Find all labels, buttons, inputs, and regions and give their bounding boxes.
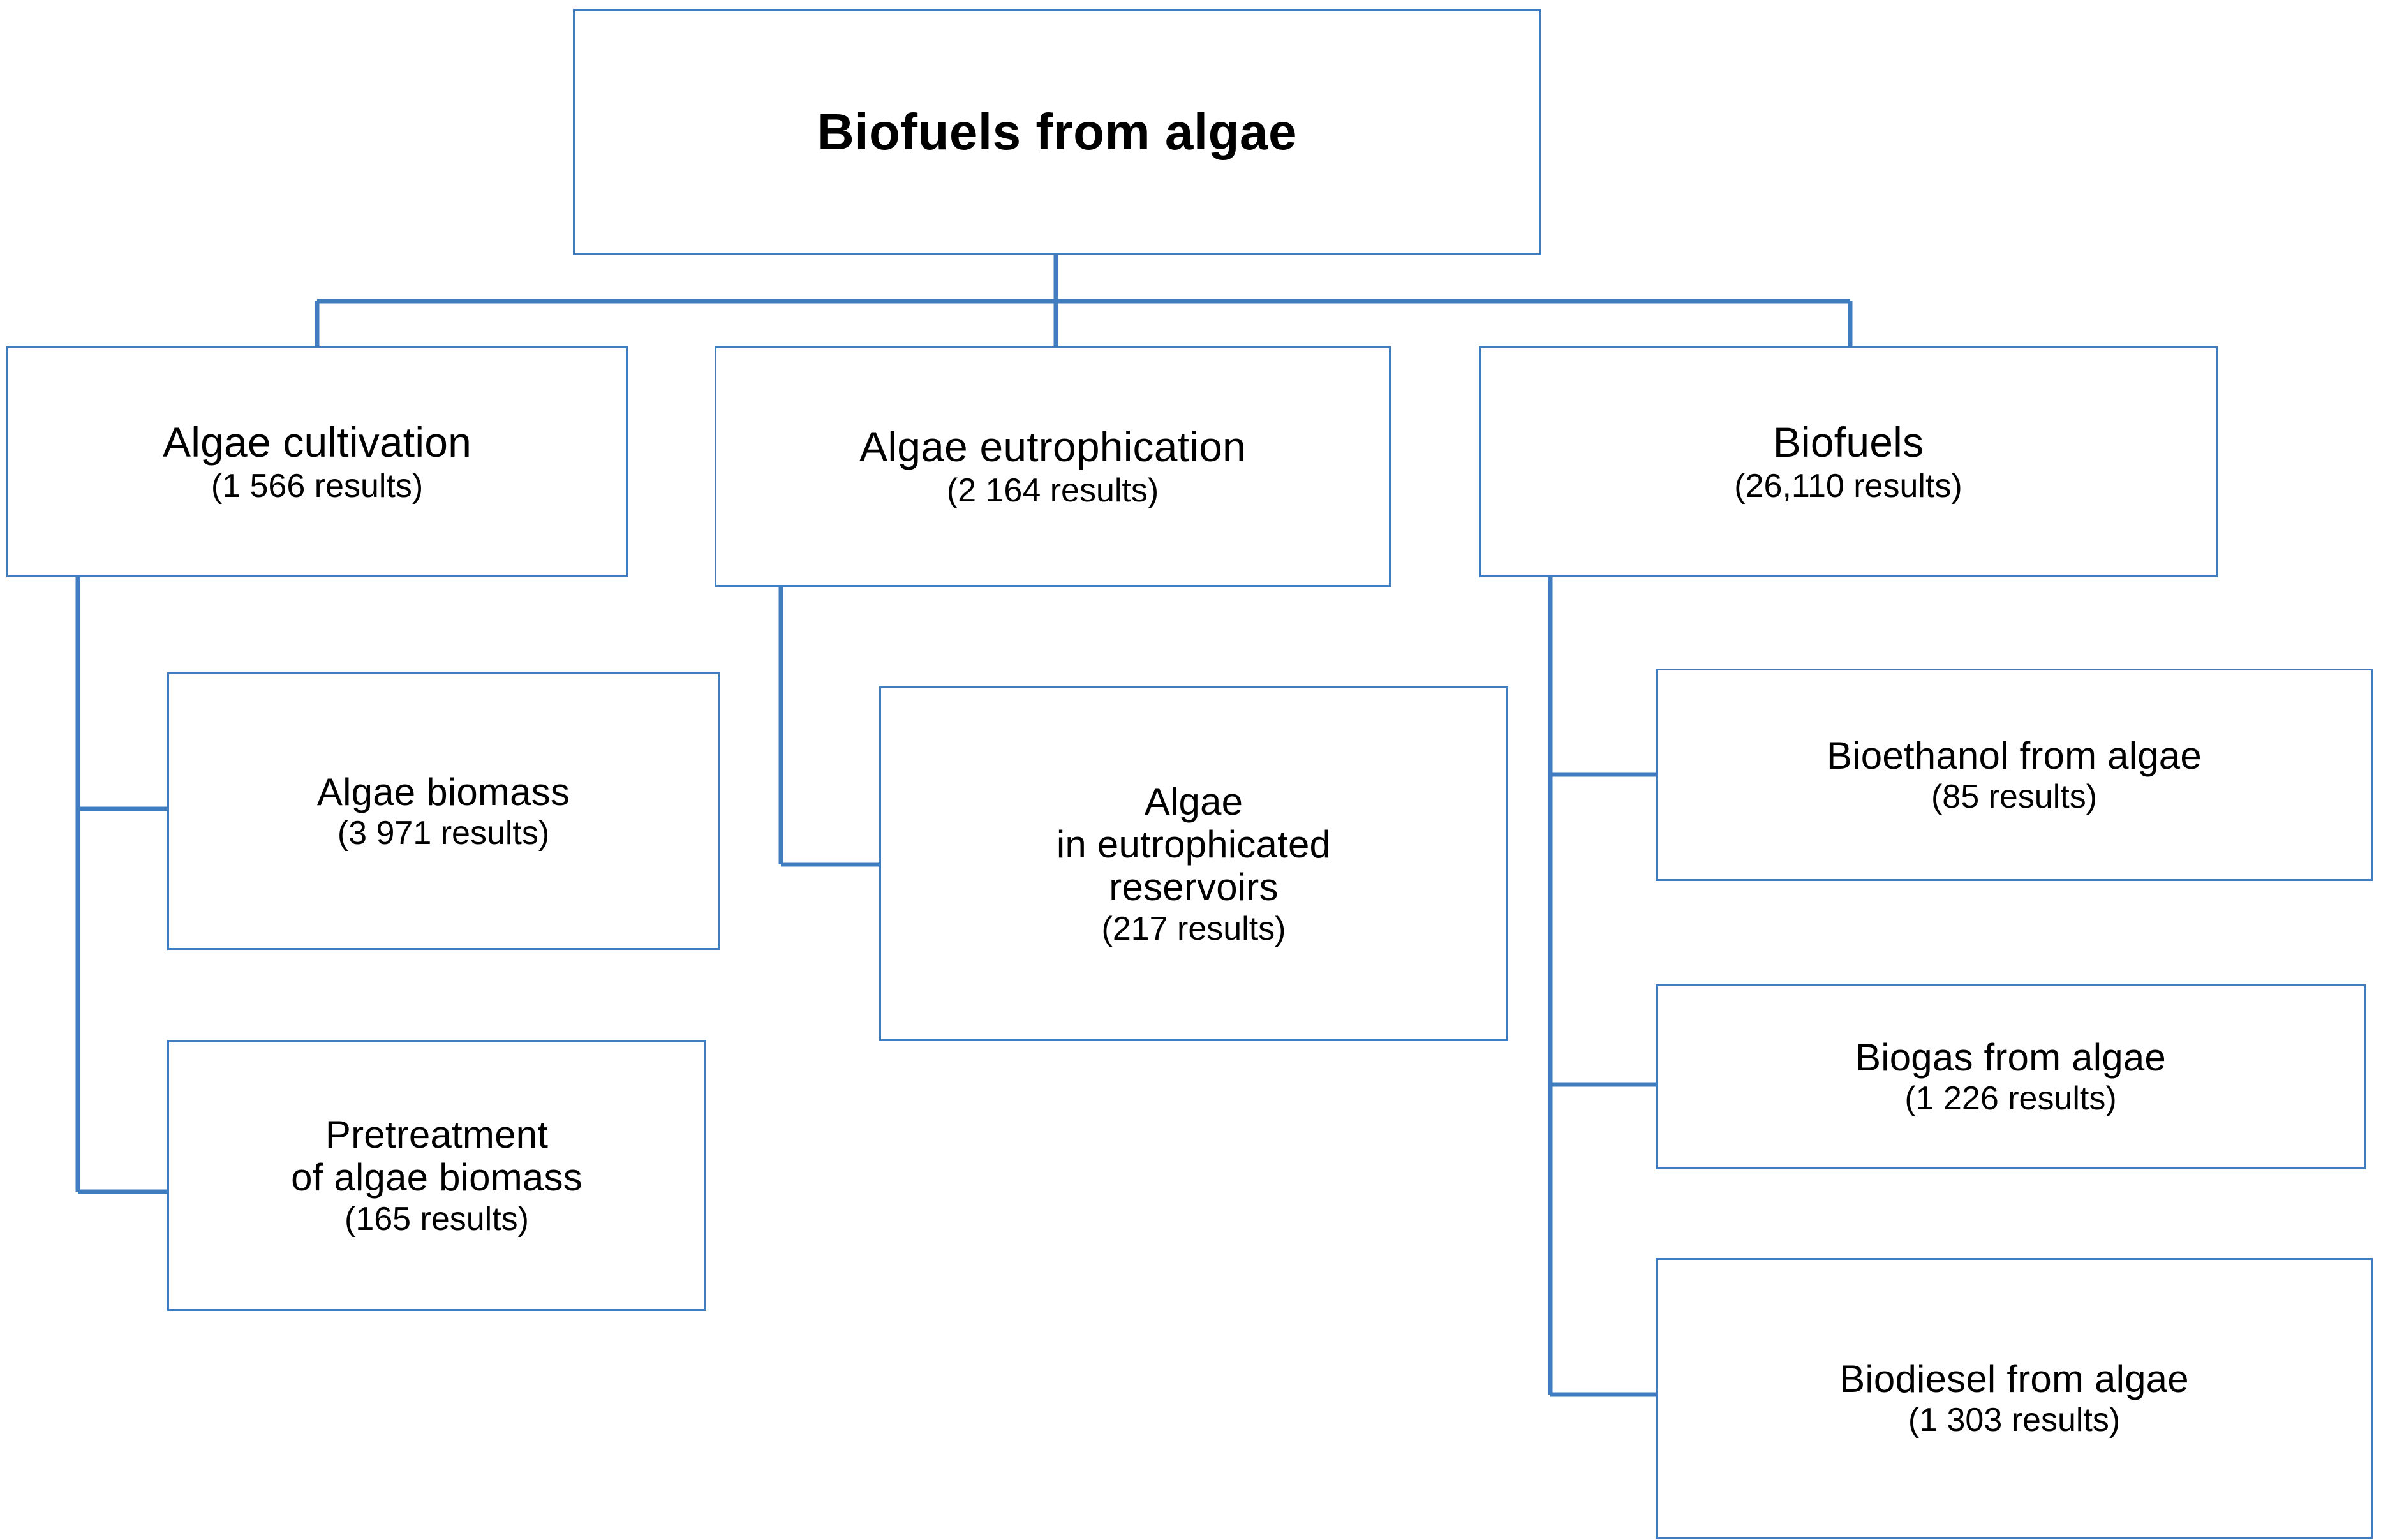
node-count: (26,110 results) bbox=[1734, 467, 1962, 505]
node-count: (1 226 results) bbox=[1904, 1080, 2117, 1118]
node-title: Pretreatment of algae biomass bbox=[291, 1113, 582, 1199]
node-count: (85 results) bbox=[1931, 778, 2098, 815]
node-algae-cultivation[interactable]: Algae cultivation (1 566 results) bbox=[6, 346, 628, 577]
node-algae-eutrophication[interactable]: Algae eutrophication (2 164 results) bbox=[715, 346, 1391, 587]
node-algae-biomass[interactable]: Algae biomass (3 971 results) bbox=[167, 672, 720, 950]
node-biodiesel-from-algae[interactable]: Biodiesel from algae (1 303 results) bbox=[1656, 1258, 2373, 1539]
node-title: Biogas from algae bbox=[1855, 1036, 2166, 1079]
node-count: (1 566 results) bbox=[211, 467, 424, 505]
node-count: (3 971 results) bbox=[337, 814, 550, 852]
node-biofuels[interactable]: Biofuels (26,110 results) bbox=[1479, 346, 2218, 577]
node-count: (2 164 results) bbox=[946, 472, 1159, 510]
node-count: (217 results) bbox=[1101, 910, 1286, 947]
node-count: (165 results) bbox=[345, 1200, 529, 1238]
node-biofuels-from-algae[interactable]: Biofuels from algae bbox=[573, 9, 1541, 255]
node-title: Bioethanol from algae bbox=[1827, 734, 2202, 777]
node-title: Biofuels from algae bbox=[817, 103, 1297, 161]
node-algae-in-eutrophicated-reservoirs[interactable]: Algae in eutrophicated reservoirs (217 r… bbox=[879, 686, 1508, 1041]
node-bioethanol-from-algae[interactable]: Bioethanol from algae (85 results) bbox=[1656, 669, 2373, 881]
node-title: Biodiesel from algae bbox=[1839, 1358, 2189, 1401]
node-title: Algae in eutrophicated reservoirs bbox=[1056, 780, 1331, 909]
node-title: Algae eutrophication bbox=[859, 423, 1246, 471]
node-title: Algae cultivation bbox=[162, 418, 472, 466]
node-title: Biofuels bbox=[1772, 418, 1924, 466]
node-biogas-from-algae[interactable]: Biogas from algae (1 226 results) bbox=[1656, 984, 2366, 1169]
node-pretreatment-of-algae-biomass[interactable]: Pretreatment of algae biomass (165 resul… bbox=[167, 1040, 706, 1311]
node-title: Algae biomass bbox=[316, 770, 570, 813]
node-count: (1 303 results) bbox=[1908, 1402, 2121, 1439]
